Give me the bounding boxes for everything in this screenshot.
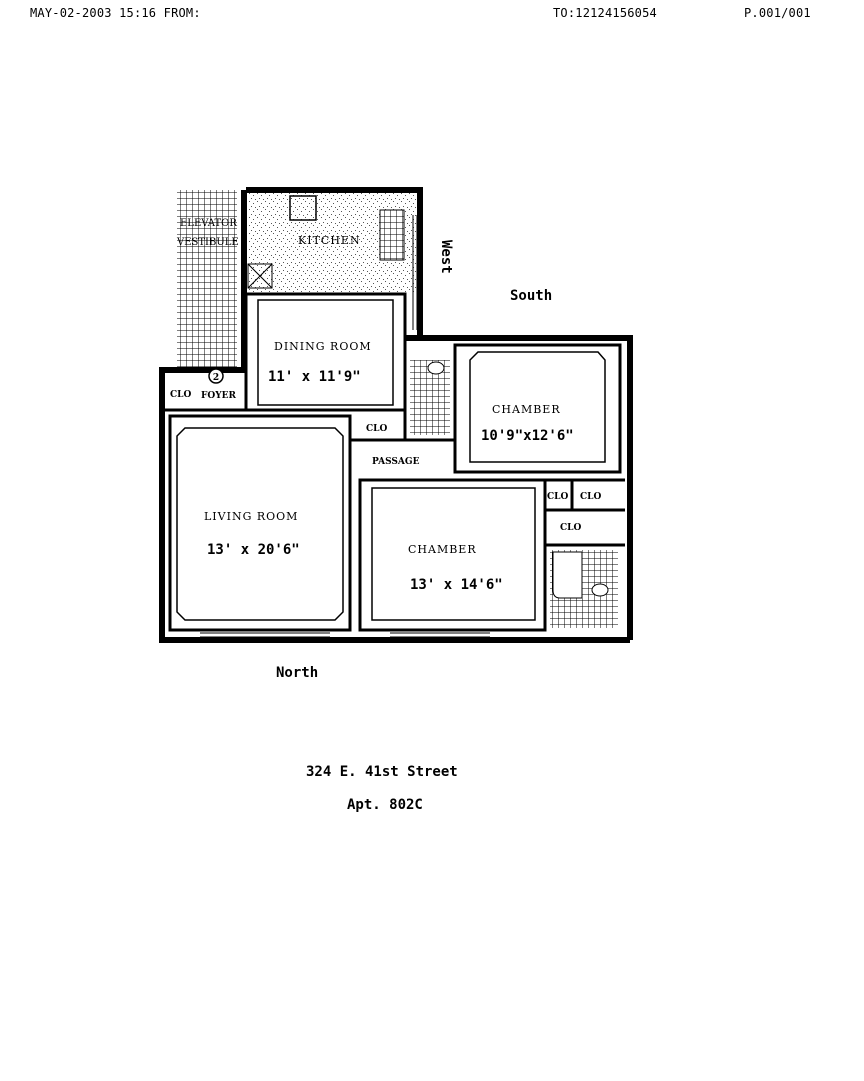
chamber-north-label: CHAMBER [408,543,477,556]
foyer-label: FOYER [201,391,237,401]
vent-cross [247,263,273,289]
kitchen-label: KITCHEN [298,234,361,247]
compass-south: South [510,288,553,304]
address-street: 324 E. 41st Street [306,764,458,780]
compass-west: West [438,240,454,274]
windows [200,215,490,638]
chamber-south-size: 10'9"x12'6" [481,428,574,444]
closet-label-foyer: CLO [170,390,191,400]
living-room-label: LIVING ROOM [204,510,298,523]
closet-label-2: CLO [580,492,601,502]
compass-north: North [276,665,319,681]
unit-marker-number: 2 [213,373,219,383]
interior-walls [162,292,625,632]
address-apartment: Apt. 802C [347,797,423,813]
unit-marker-circle [208,368,224,384]
living-room-size: 13' x 20'6" [207,542,300,558]
outer-walls [159,187,633,643]
stove-icon [379,209,405,261]
passage-label: PASSAGE [372,457,420,467]
fax-header-recipient: TO:12124156054 [553,6,657,20]
elevator-vestibule-area [177,190,237,368]
room-outlines [176,299,606,621]
toilet-icon [591,583,609,597]
chamber-north-size: 13' x 14'6" [410,577,503,593]
closet-label-1: CLO [547,492,568,502]
fax-header-sender: MAY-02-2003 15:16 FROM: [30,6,201,20]
kitchen-counter [289,195,317,221]
fax-header-page: P.001/001 [744,6,811,20]
dining-room-size: 11' x 11'9" [268,369,361,385]
elevator-label: ELEVATOR [180,218,237,229]
vent-icon [247,263,273,289]
closet-label-passage: CLO [366,424,387,434]
vestibule-label: VESTIBULE [176,237,239,248]
sink-icon [427,361,445,375]
chamber-south-label: CHAMBER [492,403,561,416]
dining-room-label: DINING ROOM [274,340,372,353]
closet-label-3: CLO [560,523,581,533]
bathtub-icon [552,551,583,599]
